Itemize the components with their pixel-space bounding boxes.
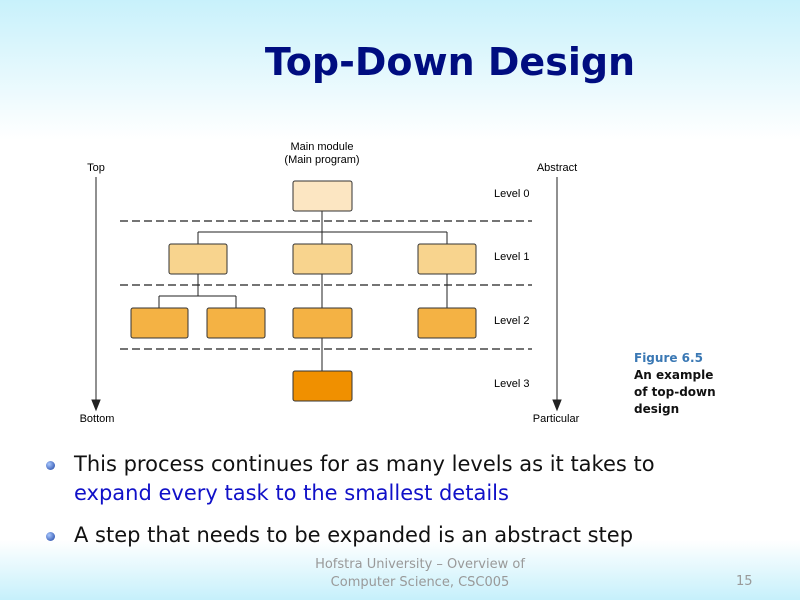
caption-line: of top-down	[634, 385, 716, 399]
particular-label: Particular	[533, 413, 580, 425]
bottom-label: Bottom	[80, 413, 115, 425]
main-module-label: Main module	[291, 141, 354, 153]
slide-title: Top-Down Design	[264, 40, 636, 84]
bullet-icon	[46, 461, 55, 470]
figure-number: Figure 6.5	[634, 351, 703, 365]
level-label: Level 2	[494, 315, 529, 327]
caption-line: design	[634, 402, 680, 416]
bullet-icon	[46, 532, 55, 541]
level-dividers	[120, 220, 532, 350]
module-level0	[292, 180, 353, 212]
footer-band	[0, 540, 800, 600]
bullet-item: This process continues for as many level…	[74, 452, 655, 505]
module-level2	[206, 307, 266, 339]
module-level1	[292, 243, 353, 275]
level-label: Level 3	[494, 378, 529, 390]
main-module-sublabel: (Main program)	[284, 154, 359, 166]
module-level1	[417, 243, 477, 275]
abstract-label: Abstract	[537, 162, 577, 174]
module-level1	[168, 243, 228, 275]
module-level2	[417, 307, 477, 339]
level-label: Level 0	[494, 188, 529, 200]
arrows	[91, 177, 562, 412]
arrow-head-icon	[91, 399, 101, 412]
caption-line: An example	[634, 368, 714, 382]
module-level2	[292, 307, 353, 339]
module-level3	[292, 370, 353, 402]
arrow-head-icon	[552, 399, 562, 412]
bullet-item: A step that needs to be expanded is an a…	[74, 523, 634, 547]
top-label: Top	[87, 162, 105, 174]
highlighted-text: expand every task to the smallest detail…	[74, 481, 509, 505]
module-level2	[130, 307, 189, 339]
connectors	[158, 211, 448, 371]
footer-text: Hofstra University – Overview of Compute…	[315, 557, 525, 590]
page-number: 15	[736, 574, 753, 589]
modules	[130, 180, 477, 402]
level-label: Level 1	[494, 251, 529, 263]
header-band	[0, 0, 800, 140]
figure-caption: Figure 6.5 An example of top-down design	[634, 350, 716, 418]
